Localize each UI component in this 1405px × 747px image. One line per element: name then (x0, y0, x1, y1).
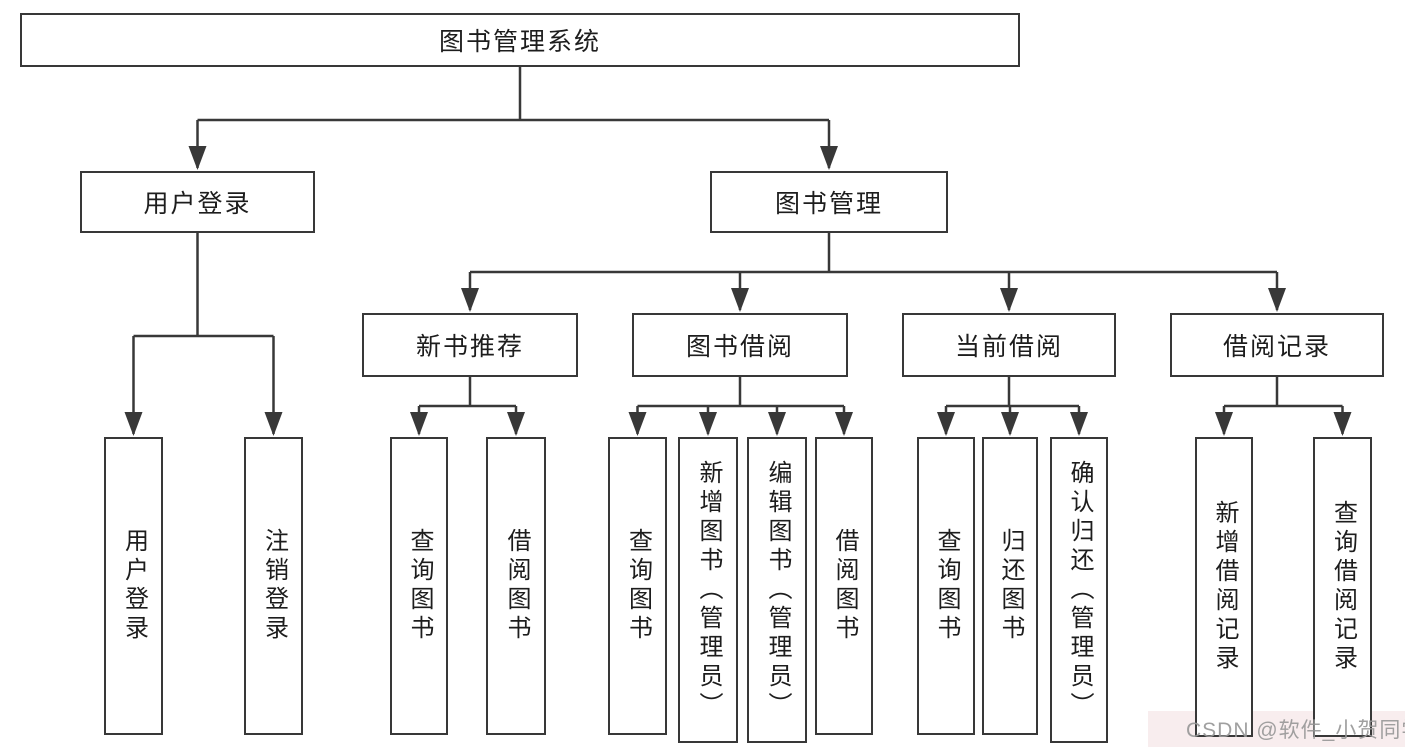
leaf-logout: 注销登录 (244, 437, 303, 735)
watermark: CSDN @软件_小贺同学 (1186, 719, 1405, 742)
node-book-management: 图书管理 (710, 171, 948, 233)
node-book-borrowing: 图书借阅 (632, 313, 848, 377)
leaf-newbook-borrow-books: 借阅图书 (486, 437, 546, 735)
leaf-borrowing-borrow-books: 借阅图书 (815, 437, 873, 735)
leaf-borrowing-edit-books-admin: 编辑图书（管理员） (747, 437, 807, 743)
node-user-login: 用户登录 (80, 171, 315, 233)
node-borrowing-records: 借阅记录 (1170, 313, 1384, 377)
leaf-records-query-record: 查询借阅记录 (1313, 437, 1372, 737)
leaf-current-return-books: 归还图书 (982, 437, 1038, 735)
leaf-newbook-query-books: 查询图书 (390, 437, 448, 735)
leaf-borrowing-query-books: 查询图书 (608, 437, 667, 735)
leaf-borrowing-add-books-admin: 新增图书（管理员） (678, 437, 738, 743)
node-root-system: 图书管理系统 (20, 13, 1020, 67)
node-new-book-recommendation: 新书推荐 (362, 313, 578, 377)
leaf-current-confirm-return-admin: 确认归还（管理员） (1050, 437, 1108, 743)
leaf-user-login: 用户登录 (104, 437, 163, 735)
leaf-records-add-record: 新增借阅记录 (1195, 437, 1253, 737)
node-current-borrowing: 当前借阅 (902, 313, 1116, 377)
leaf-current-query-books: 查询图书 (917, 437, 975, 735)
